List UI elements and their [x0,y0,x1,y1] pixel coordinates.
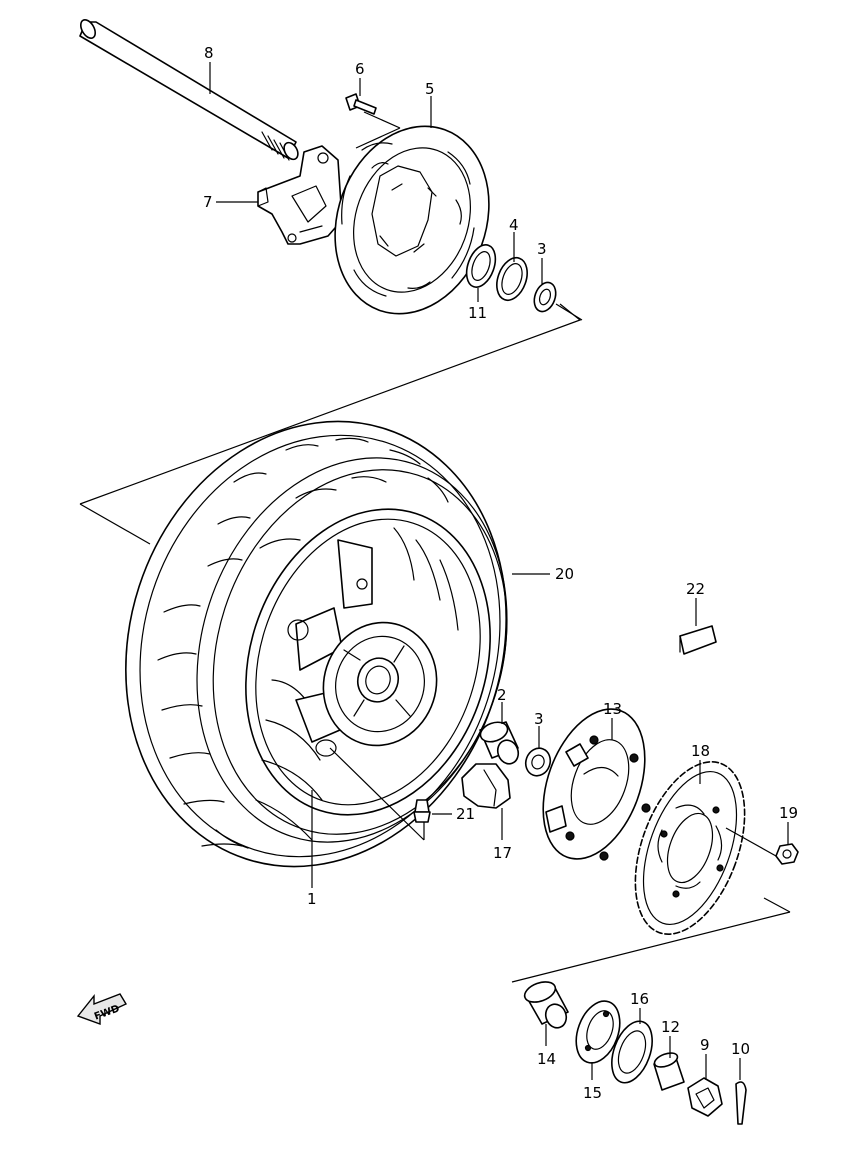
balance-weight [679,625,717,655]
axle-nut [687,1077,723,1117]
cush-drive-damper [461,763,511,809]
cotter-pin [735,1081,747,1125]
hub-spacer [479,721,520,765]
forward-arrow-icon: FWD [76,993,128,1025]
callout-3-lower: 3 [534,710,544,728]
callout-7: 7 [203,193,213,211]
axle-spacer [653,1052,685,1091]
bearing-lower [524,747,552,777]
callout-17: 17 [493,844,512,862]
callout-19: 19 [779,804,798,822]
tire-valve [413,799,431,823]
brake-disc [334,125,490,315]
callout-15: 15 [583,1084,602,1102]
callout-numbers: 8 6 5 7 4 3 11 20 22 2 3 13 18 19 21 17 … [203,44,798,1102]
callout-12: 12 [661,1018,680,1036]
upper-explode-line-2 [555,303,583,321]
dust-seal [465,244,497,288]
callout-16: 16 [630,990,649,1008]
sprocket-nut [775,843,799,865]
spacer-ring [496,256,528,302]
carrier-bearing [575,1000,621,1064]
rear-wheel-rim [245,508,491,841]
callout-6: 6 [355,60,365,78]
upper-explode-line [79,303,582,545]
callout-10: 10 [731,1040,750,1058]
sprocket-carrier [542,708,651,861]
callout-2: 2 [497,686,507,704]
bearing-upper [533,281,557,313]
oil-seal [611,1020,653,1084]
callout-21: 21 [456,805,475,823]
callout-11: 11 [468,304,487,322]
rear-axle [79,19,299,161]
callout-22: 22 [686,580,705,598]
callout-3-upper: 3 [537,240,547,258]
callout-1: 1 [307,890,317,908]
lower-explode-line [511,897,791,983]
callout-18: 18 [691,742,710,760]
caliper-bracket [257,145,343,245]
callout-14: 14 [537,1050,556,1068]
leader-lines [209,62,789,1080]
callout-8: 8 [204,44,214,62]
callout-9: 9 [700,1036,710,1054]
callout-13: 13 [603,700,622,718]
callout-20: 20 [555,565,574,583]
collar-spacer [523,981,569,1029]
callout-4: 4 [509,216,519,234]
callout-5: 5 [425,80,435,98]
bolt [345,93,377,115]
rear-sprocket [634,761,746,935]
